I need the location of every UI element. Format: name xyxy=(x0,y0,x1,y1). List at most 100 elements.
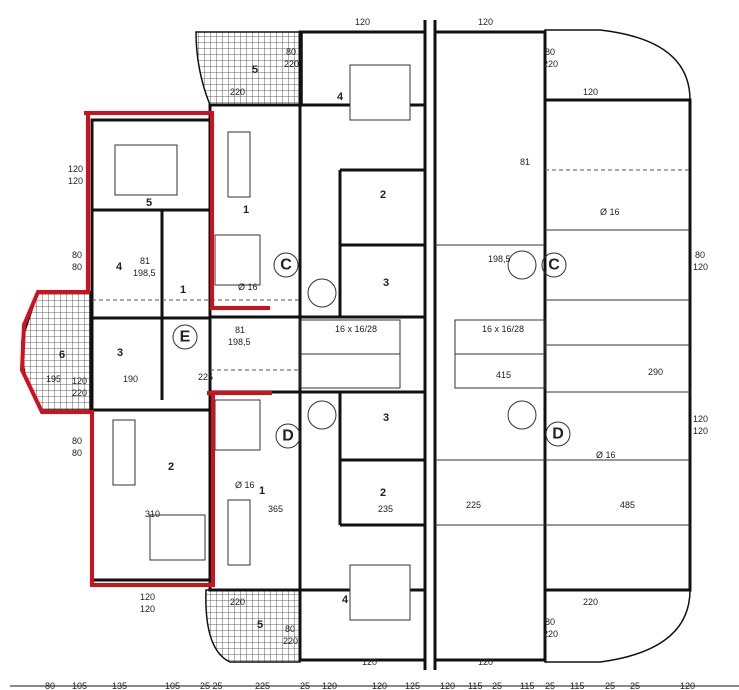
dim: 81 xyxy=(140,256,150,266)
dim: 190 xyxy=(123,374,138,384)
dim: 220 xyxy=(543,59,558,69)
room-d4: 4 xyxy=(342,594,349,606)
dim: 80 xyxy=(72,436,82,446)
dim: 120 xyxy=(68,176,83,186)
room-e1: 1 xyxy=(180,284,186,296)
bottom-dimension-row: 80 105 135 105 25 25 225 25 120 120 125 … xyxy=(45,681,695,690)
dim: 290 xyxy=(648,367,663,377)
dim: 25 xyxy=(630,681,640,690)
balcony-bottom-right xyxy=(544,589,691,663)
room-d3: 3 xyxy=(383,412,389,424)
dim: 225 xyxy=(466,500,481,510)
dim: 81 xyxy=(235,325,245,335)
dim: 81 xyxy=(520,157,530,167)
dim: 198,5 xyxy=(488,254,511,264)
dim: 220 xyxy=(230,87,245,97)
unit-label-e: E xyxy=(180,329,191,346)
dim: 115 xyxy=(468,681,482,690)
dim: 220 xyxy=(284,59,299,69)
room-e5: 5 xyxy=(146,197,152,209)
dim: 105 xyxy=(72,681,87,690)
room-c4: 4 xyxy=(337,91,344,103)
dim: 80 xyxy=(545,617,555,627)
room-c2: 2 xyxy=(380,189,386,201)
dim: 120 xyxy=(693,426,708,436)
dim: 120 xyxy=(68,164,83,174)
highlighted-unit-outline xyxy=(19,111,272,587)
unit-labels: C D E C D xyxy=(172,252,571,449)
dim: Ø 16 xyxy=(238,282,258,292)
dim: 80 xyxy=(72,250,82,260)
room-e3: 3 xyxy=(117,347,123,359)
dim: 120 xyxy=(372,681,387,690)
dim: 16 x 16/28 xyxy=(335,324,377,334)
unit-label-d-left: D xyxy=(282,428,294,445)
dim: 80 xyxy=(545,47,555,57)
dim: Ø 16 xyxy=(235,480,255,490)
dimension-labels: 120 120 80 80 81 198,5 81 198,5 195 120 … xyxy=(46,17,708,667)
walls-right xyxy=(433,30,692,662)
dim: 235 xyxy=(378,504,393,514)
room-d1: 1 xyxy=(259,485,265,497)
dim: 225 xyxy=(255,681,270,690)
dim: 115 xyxy=(570,681,584,690)
dim: 120 xyxy=(693,262,708,272)
dim: 120 xyxy=(72,376,87,386)
dim: 198,5 xyxy=(228,337,251,347)
dim: 25 xyxy=(300,681,310,690)
dim: 80 xyxy=(45,681,55,690)
dim: 125 xyxy=(405,681,420,690)
dim: 115 xyxy=(520,681,534,690)
dim: 485 xyxy=(620,500,635,510)
dim: 135 xyxy=(112,681,127,690)
room-d5: 5 xyxy=(257,619,263,631)
room-e6: 6 xyxy=(59,349,65,361)
dim: 80 xyxy=(72,448,82,458)
dim: 220 xyxy=(283,636,298,646)
dim: 16 x 16/28 xyxy=(482,324,524,334)
room-d2: 2 xyxy=(380,487,386,499)
unit-label-d-right: D xyxy=(552,426,564,443)
dim: Ø 16 xyxy=(600,207,620,217)
furniture xyxy=(112,64,537,621)
dim: 80 xyxy=(695,250,705,260)
room-e4: 4 xyxy=(116,261,123,273)
dim: 25 xyxy=(492,681,502,690)
balcony-bottom-left xyxy=(205,589,301,663)
dim: 195 xyxy=(46,374,61,384)
dim: 120 xyxy=(680,681,695,690)
room-c1: 1 xyxy=(243,204,249,216)
dim: 198,5 xyxy=(133,268,156,278)
dim: 220 xyxy=(543,629,558,639)
room-c5: 5 xyxy=(252,64,258,76)
dim: 365 xyxy=(268,504,283,514)
dim: 120 xyxy=(478,657,493,667)
dim: 120 xyxy=(478,17,493,27)
unit-label-c-right: C xyxy=(548,257,560,274)
dim: 120 xyxy=(355,17,370,27)
dim: 120 xyxy=(583,87,598,97)
dim: 80 xyxy=(72,262,82,272)
dim: 120 xyxy=(440,681,455,690)
room-c3: 3 xyxy=(383,277,389,289)
room-numbers: 5 4 1 3 6 2 1 2 3 4 5 1 2 3 4 5 xyxy=(59,64,389,631)
dim: 310 xyxy=(145,509,160,519)
dim: 25 25 xyxy=(200,681,223,690)
dim: 220 xyxy=(583,597,598,607)
dim: 120 xyxy=(693,414,708,424)
dim: 120 xyxy=(140,592,155,602)
dim: 105 xyxy=(165,681,180,690)
unit-label-c-left: C xyxy=(280,257,292,274)
dim: 220 xyxy=(72,388,87,398)
dim: 120 xyxy=(322,681,337,690)
dim: 120 xyxy=(362,657,377,667)
dim: 415 xyxy=(496,370,511,380)
balcony-top-right xyxy=(544,29,691,101)
dim: 80 xyxy=(286,47,296,57)
dim: 80 xyxy=(285,624,295,634)
dim: 220 xyxy=(230,597,245,607)
dim: 225 xyxy=(198,372,213,382)
dim: Ø 16 xyxy=(596,450,616,460)
dim: 25 xyxy=(545,681,555,690)
